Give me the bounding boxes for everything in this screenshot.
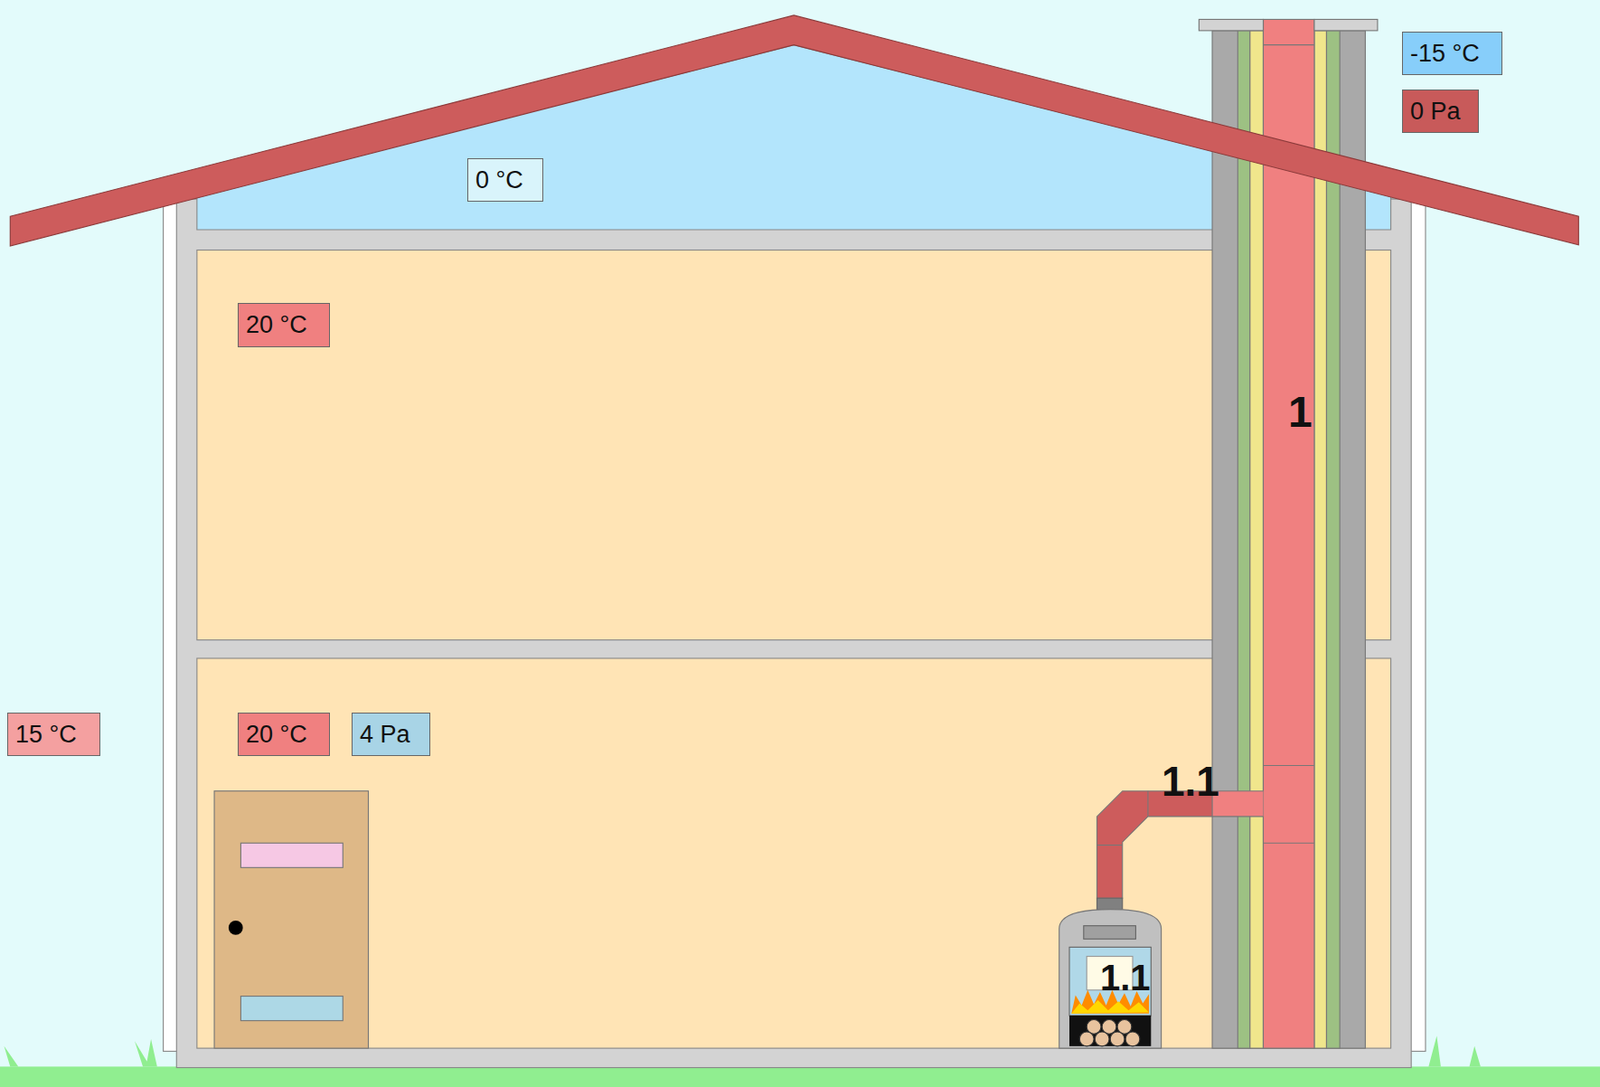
callout-number: 1.1 [1161, 760, 1220, 802]
pressure-tag: 0 Pa [1402, 89, 1479, 133]
tag-text: 20 °C [245, 720, 308, 748]
temperature-tag: 20 °C [237, 712, 330, 756]
tag-text: 0 °C [475, 166, 524, 194]
tag-text: 15 °C [15, 720, 77, 748]
temperature-tag: 20 °C [237, 302, 330, 348]
callout-number: 1 [1288, 390, 1313, 434]
pressure-tag: 4 Pa [351, 712, 431, 756]
tag-text: 20 °C [245, 310, 308, 339]
tag-text: 0 Pa [1410, 97, 1461, 125]
temperature-tag: 15 °C [7, 712, 101, 756]
tag-text: 4 Pa [359, 720, 411, 748]
tag-text: -15 °C [1410, 39, 1480, 67]
temperature-tag: -15 °C [1402, 31, 1503, 76]
temperature-tag: 0 °C [467, 158, 544, 202]
callout-number: 1.1 [1100, 959, 1151, 996]
